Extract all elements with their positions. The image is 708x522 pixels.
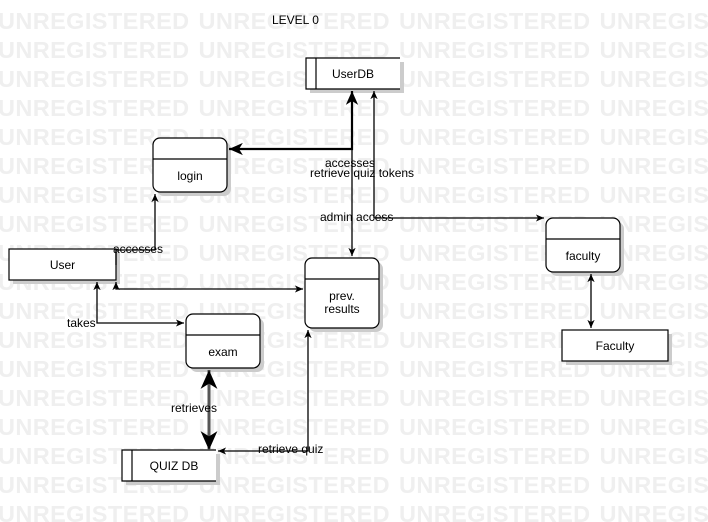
edge-label-takes: takes — [67, 316, 96, 330]
quizdb-datastore[interactable] — [121, 449, 216, 482]
faculty-entity[interactable] — [561, 329, 669, 362]
userdb-label: UserDB — [331, 67, 374, 81]
edge-user-login[interactable] — [115, 194, 159, 265]
edge-user-exam[interactable] — [93, 282, 184, 327]
edge-label-accesses-userdb: accesses — [325, 156, 376, 170]
faculty-process[interactable] — [545, 217, 621, 273]
login-label: login — [177, 169, 203, 183]
diagram-title: LEVEL 0 — [272, 13, 319, 27]
quizdb-label: QUIZ DB — [149, 459, 199, 473]
edge-login-userdb[interactable] — [229, 91, 359, 156]
exam-label: exam — [208, 345, 238, 359]
userdb-datastore[interactable] — [305, 57, 400, 90]
user-entity[interactable] — [8, 248, 117, 281]
prev-results-process[interactable] — [304, 257, 380, 329]
user-label: User — [49, 258, 76, 272]
edge-quizdb-prevresults[interactable] — [218, 330, 312, 455]
faculty-entity-label: Faculty — [595, 339, 635, 353]
exam-process[interactable] — [185, 313, 261, 369]
edge-label-retrieve-quiz: retrieve quiz — [258, 442, 324, 456]
edge-user-prevresults[interactable] — [112, 282, 303, 293]
edge-label-retrieves: retrieves — [171, 401, 218, 415]
prev-results-label-line1: prev. — [329, 289, 355, 303]
faculty-process-label: faculty — [565, 249, 601, 263]
edge-label-accesses-login: accesses — [113, 242, 164, 256]
edge-label-retrieve-quiz-tokens: retrieve quiz tokens — [310, 166, 415, 180]
prev-results-label-line2: results — [324, 302, 360, 316]
edge-userdb-faculty[interactable] — [370, 91, 544, 222]
edge-label-admin-access: admin access — [320, 210, 394, 224]
login-process[interactable] — [152, 137, 228, 193]
